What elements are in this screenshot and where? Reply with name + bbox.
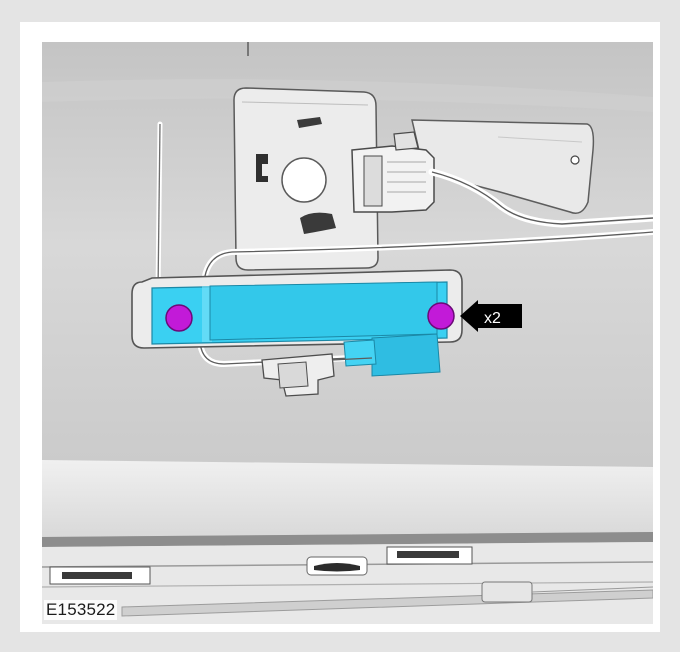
- trim-slot-center: [306, 556, 368, 576]
- trim-slot-right: [386, 546, 473, 565]
- figure-reference-id: E153522: [44, 600, 118, 620]
- control-module: [151, 281, 448, 377]
- quantity-callout: x2: [460, 300, 522, 332]
- fastener-right: [427, 302, 455, 330]
- fastener-left: [165, 304, 193, 332]
- harness-clip: [261, 353, 373, 397]
- bracket-tab-left: [256, 154, 268, 182]
- trim-slot-left: [49, 566, 151, 585]
- bracket-slot-bottom: [300, 212, 336, 234]
- lower-trim-panel: [42, 460, 653, 624]
- electrical-connector: [351, 131, 435, 213]
- technical-illustration: x2 E153522: [42, 42, 653, 624]
- antenna-rod: [155, 121, 163, 295]
- quantity-label: x2: [484, 310, 501, 327]
- trim-clip: [481, 581, 653, 603]
- mounting-bracket: [233, 87, 379, 271]
- bracket-slot-top: [297, 117, 322, 128]
- wiring-harness: [196, 168, 653, 368]
- bracket-arm: [411, 119, 595, 214]
- figure-frame: x2 E153522: [20, 22, 660, 632]
